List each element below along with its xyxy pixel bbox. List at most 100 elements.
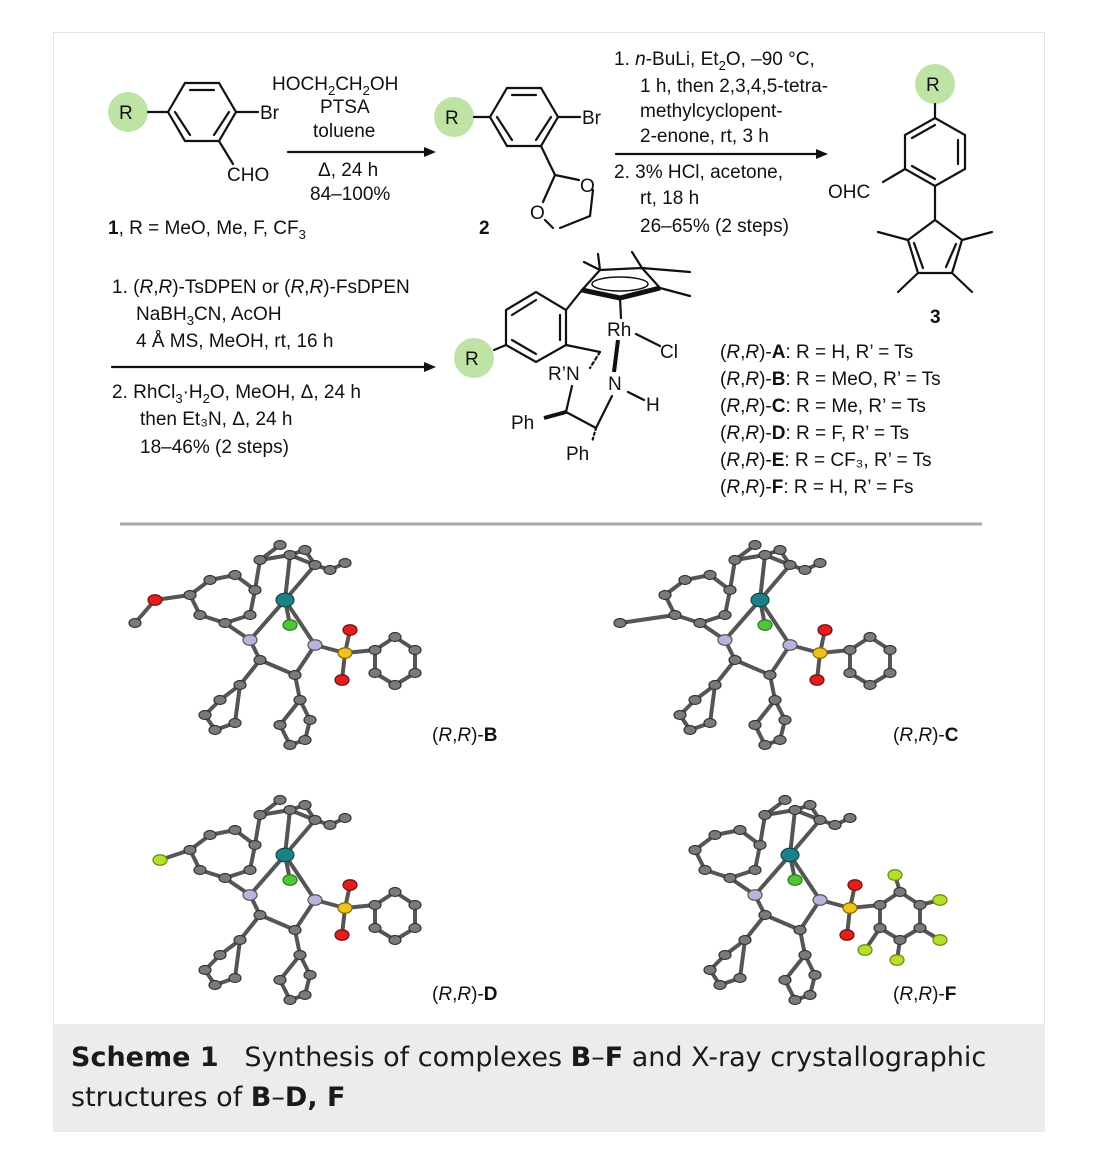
xray-atom-c [243,864,257,876]
r-highlight-2 [434,97,474,137]
ph2-label: Ph [566,444,589,465]
xray-atom-c [873,922,887,934]
xray-atom-c [698,864,712,876]
xray-atom-c [718,609,732,621]
xray-atom-f [889,954,905,966]
arrow-step3: 1. (R,R)-TsDPEN or (R,R)-FsDPEN NaBH3CN,… [110,277,436,458]
xray-atom-c [718,949,732,961]
xray-label-C: (R,R)-C [893,725,959,746]
complex-list: (R,R)-A: R = H, R’ = Ts (R,R)-B: R = MeO… [720,342,941,498]
xray-atom-cl [787,874,803,886]
caption-text-2: and X-ray crystallographic [623,1042,987,1073]
complex-D: (R,R)-D: R = F, R’ = Ts [720,423,909,444]
xray-atom-c [778,714,792,726]
step3-line2: NaBH3CN, AcOH [136,304,282,328]
xray-atom-c [843,644,857,656]
compound-1-label: 1, R = MeO, Me, F, CF3 [108,218,306,242]
xray-structure-D [152,794,422,1006]
xray-atom-c [303,969,317,981]
xray-atom-c [248,839,262,851]
r-label-4: R [465,349,479,370]
step2-line6: rt, 18 h [640,188,699,209]
caption-comma: , [307,1082,327,1113]
rh-complex: R Rh Cl R’N N H Ph Ph [454,250,692,465]
xray-atom-c [323,564,337,576]
compound-2: R Br O O 2 [434,86,602,239]
xray-atom-rh [780,847,800,863]
complex-C: (R,R)-C: R = Me, R’ = Ts [720,396,926,417]
xray-atom-c [703,569,717,581]
r-label-3: R [926,75,940,96]
xray-atom-c [203,829,217,841]
xray-atom-rh [275,592,295,608]
xray-bond [233,938,242,980]
xray-atom-c [883,644,897,656]
xray-atom-c [773,544,787,556]
r-highlight-1 [108,92,148,132]
xray-atom-c [703,964,717,976]
benzene-ring-3 [903,116,967,188]
xray-atom-c [913,899,927,911]
complex-F: (R,R)-F: R = H, R’ = Fs [720,477,914,498]
xray-atom-c [213,694,227,706]
xray-atom-c [298,989,312,1001]
xray-atom-c [183,844,197,856]
xray-atom-c [863,631,877,643]
xray-bond [723,598,762,642]
xray-atom-o [817,624,833,636]
xray-atom-c [228,717,242,729]
figure-caption: Scheme 1 Synthesis of complexes B–F and … [53,1024,1045,1132]
r-label-2: R [445,108,459,129]
xray-atom-cl [282,874,298,886]
step3-line6: 18–46% (2 steps) [140,437,289,458]
xray-atom-c [408,922,422,934]
step2-line2: 1 h, then 2,3,4,5-tetra- [640,76,828,97]
xray-atom-c [758,549,772,561]
xray-atom-n [747,889,763,901]
xray-atom-c [738,934,752,946]
xray-atom-c [658,589,672,601]
xray-atom-o [847,879,863,891]
xray-atom-c [843,812,857,824]
xray-atom-c [283,739,297,751]
reagent-toluene: toluene [313,121,375,142]
xray-atom-c [753,839,767,851]
step2-line4: 2-enone, rt, 3 h [640,126,769,147]
xray-bond [788,853,822,902]
xray-label-D: (R,R)-D [432,984,497,1005]
xray-structure-C [613,539,897,751]
xray-atom-c [813,814,827,826]
xray-atom-c [388,679,402,691]
cyclopentadiene-ring [906,218,964,275]
xray-atom-c [723,872,737,884]
rh-label: Rh [607,320,631,341]
xray-atom-n [242,889,258,901]
r-highlight-4 [454,338,494,378]
xray-atom-c [323,819,337,831]
xray-bond [753,853,792,897]
step3-line5: then Et₃N, Δ, 24 h [140,409,292,430]
caption-text-1: Synthesis of complexes [244,1042,571,1073]
xray-atom-c [693,617,707,629]
caption-bold-2: F [604,1042,624,1073]
xray-atom-c [708,829,722,841]
xray-atom-c [253,654,267,666]
xray-atom-c [253,809,267,821]
xray-atom-c [198,709,212,721]
xray-atom-c [388,934,402,946]
xray-atom-c [728,554,742,566]
xray-atom-c [208,979,222,991]
xray-atom-c [228,569,242,581]
compound-1: R Br CHO 1, R = MeO, Me, F, CF3 [108,81,306,242]
xray-bond [708,683,717,725]
xray-atom-n [307,639,323,651]
xray-atom-c [338,812,352,824]
xray-atom-c [208,724,222,736]
xray-atom-o [839,929,855,941]
xray-atom-c [368,644,382,656]
xray-atom-c [678,574,692,586]
xray-atom-c [708,679,722,691]
step2-line3: methylcyclopent- [640,101,783,122]
xray-bond [258,658,297,677]
xray-bond [233,683,242,725]
